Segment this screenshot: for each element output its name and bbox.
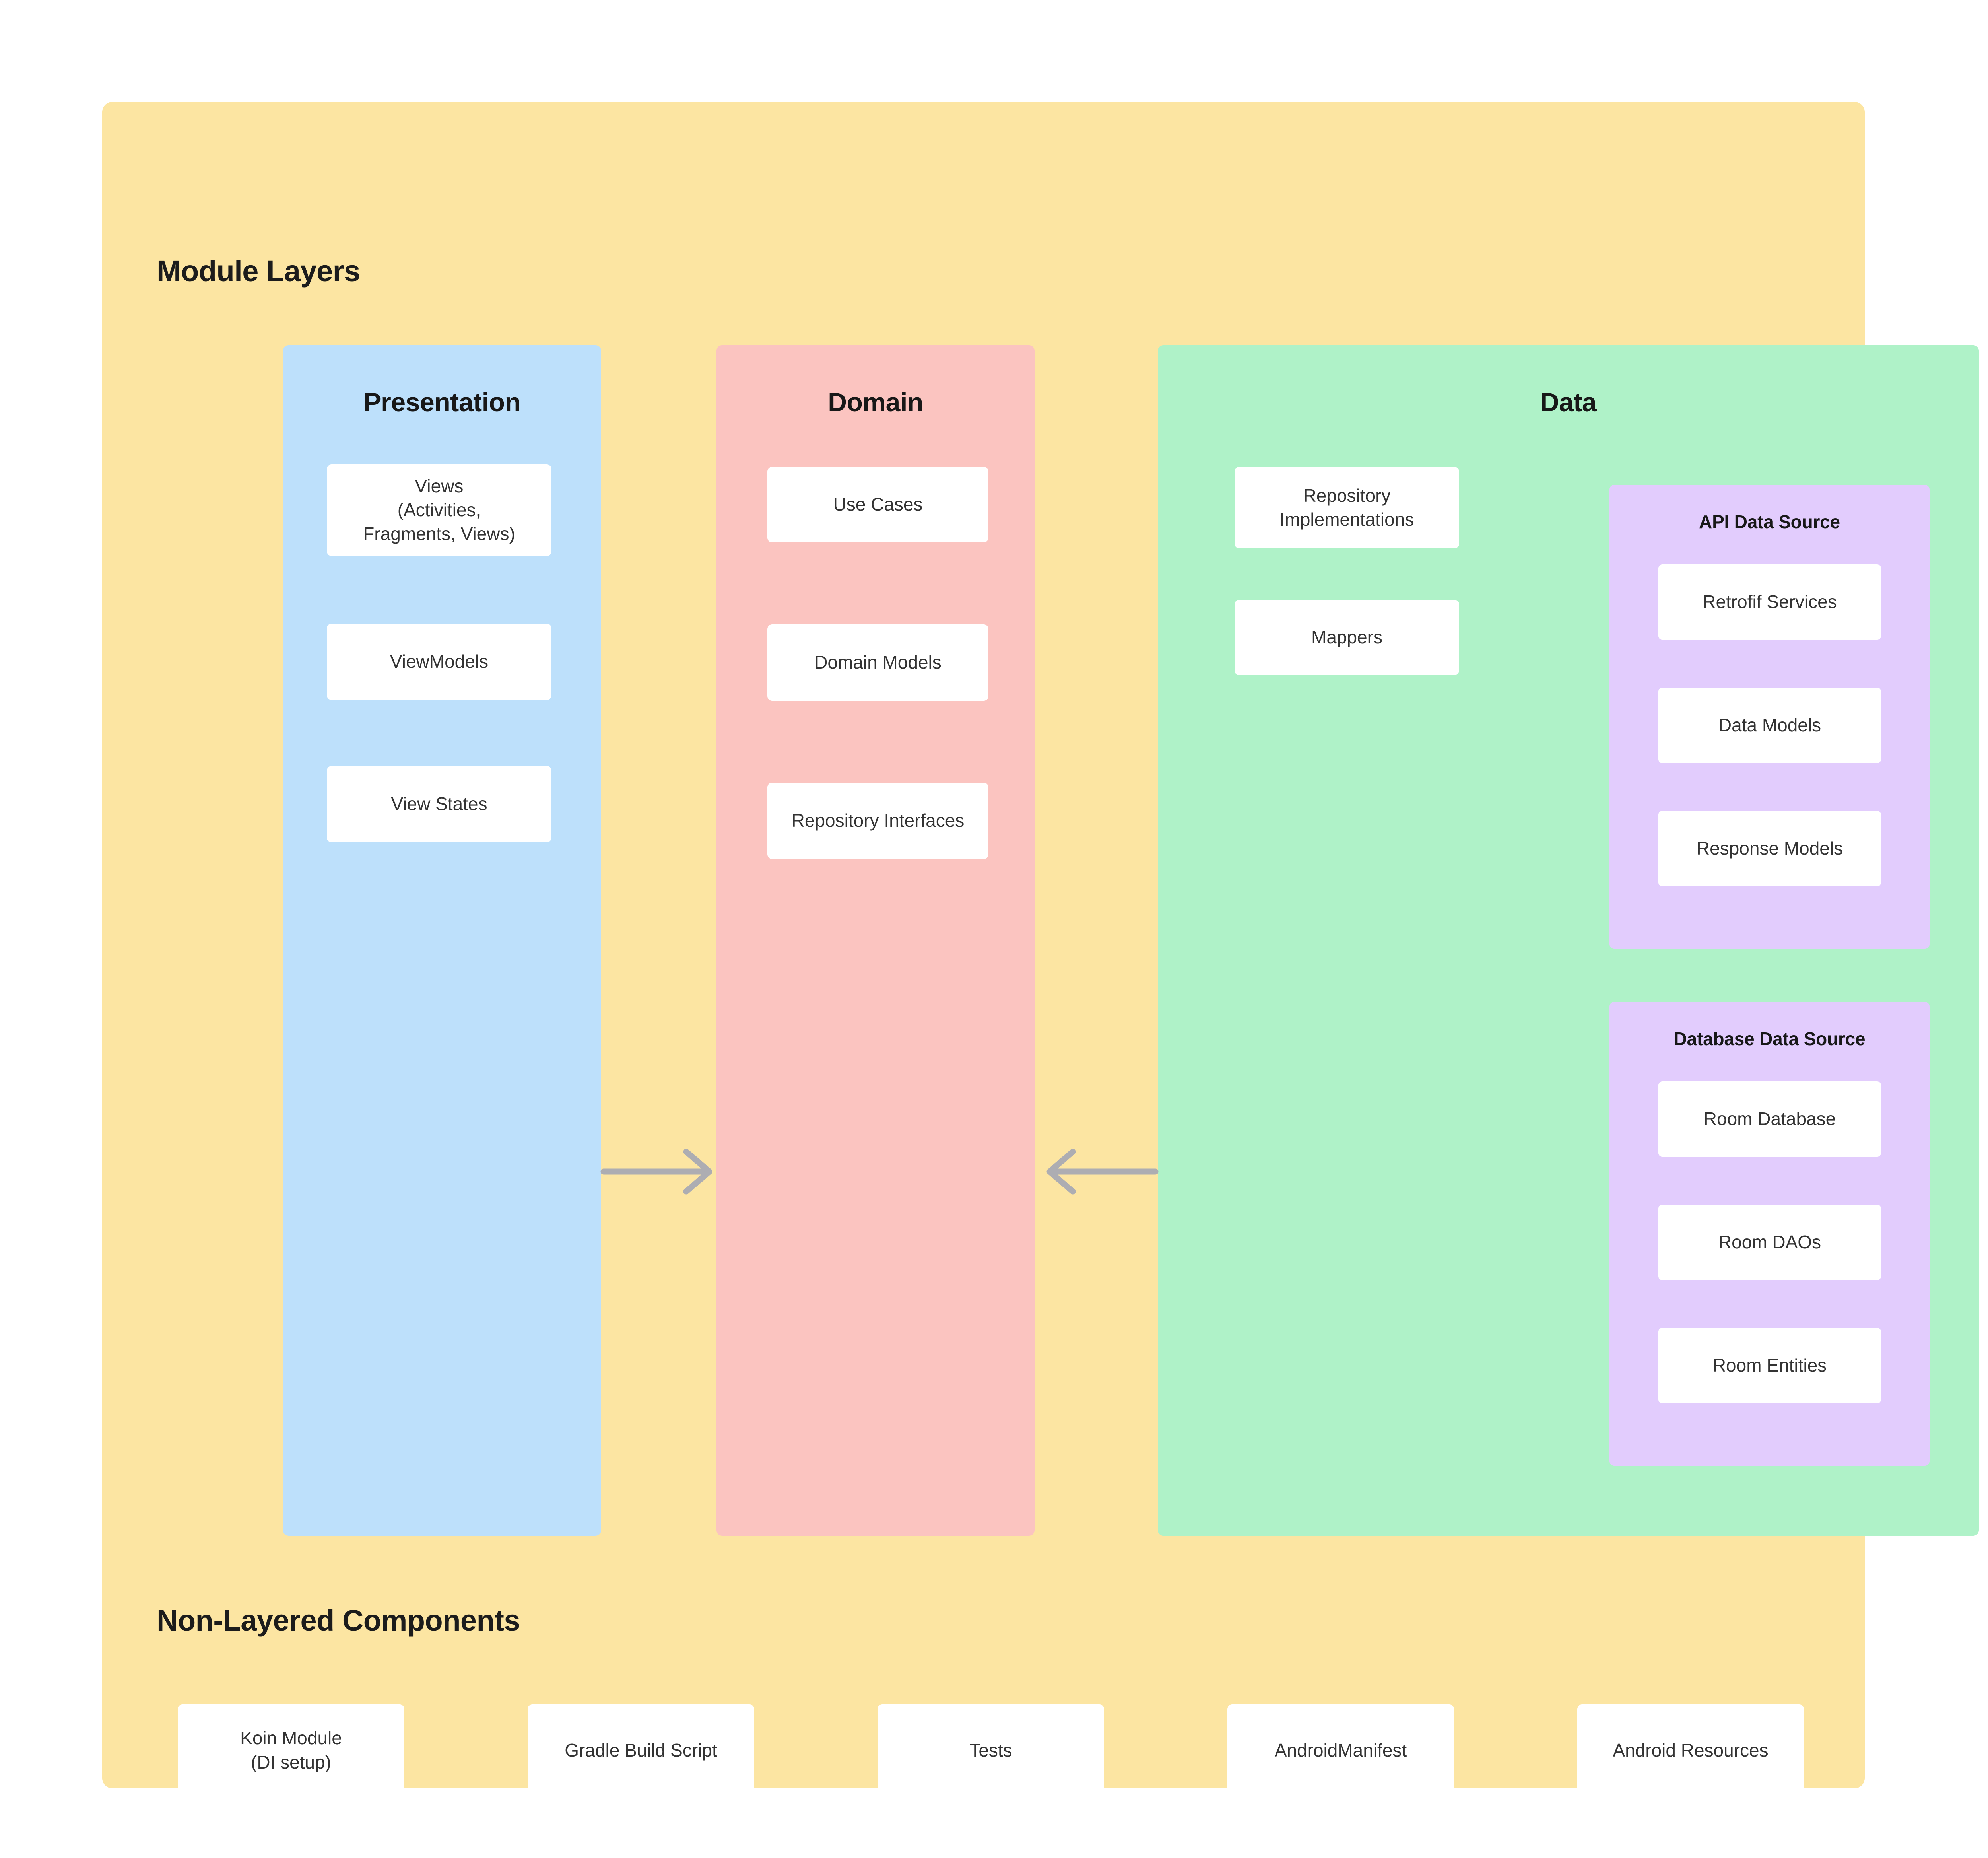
card-response-models[interactable]: Response Models: [1658, 811, 1881, 886]
layer-column-domain[interactable]: Domain Use Cases Domain Models Repositor…: [716, 345, 1035, 1536]
card-mappers[interactable]: Mappers: [1235, 600, 1459, 675]
card-android-manifest[interactable]: AndroidManifest: [1227, 1704, 1454, 1796]
card-retrofit-services[interactable]: Retrofif Services: [1658, 564, 1881, 640]
layer-title-presentation: Presentation: [363, 387, 521, 417]
card-koin-module[interactable]: Koin Module (DI setup): [178, 1704, 404, 1796]
layer-column-data[interactable]: Data Repository Implementations Mappers …: [1158, 345, 1979, 1536]
layers-row: Presentation Views (Activities, Fragment…: [102, 345, 1979, 1538]
diagram-canvas: Module Layers Presentation Views (Activi…: [102, 102, 1979, 1796]
card-room-entities[interactable]: Room Entities: [1658, 1328, 1881, 1403]
card-android-resources[interactable]: Android Resources: [1577, 1704, 1804, 1796]
card-data-models[interactable]: Data Models: [1658, 688, 1881, 763]
layer-title-data: Data: [1540, 387, 1597, 417]
sub-panel-title-api-data-source: API Data Source: [1699, 511, 1840, 532]
non-layered-components-row: Koin Module (DI setup) Gradle Build Scri…: [102, 1704, 1865, 1824]
card-domain-models[interactable]: Domain Models: [767, 624, 988, 701]
layer-title-domain: Domain: [828, 387, 923, 417]
card-room-daos[interactable]: Room DAOs: [1658, 1205, 1881, 1280]
card-use-cases[interactable]: Use Cases: [767, 467, 988, 542]
card-viewmodels[interactable]: ViewModels: [327, 624, 551, 700]
card-repository-interfaces[interactable]: Repository Interfaces: [767, 783, 988, 859]
card-gradle-build-script[interactable]: Gradle Build Script: [528, 1704, 754, 1796]
arrow-right-icon: [600, 1149, 712, 1195]
arrow-left-icon: [1046, 1149, 1159, 1195]
layer-column-presentation[interactable]: Presentation Views (Activities, Fragment…: [283, 345, 601, 1536]
module-layers-heading: Module Layers: [157, 255, 360, 288]
sub-panel-title-database-data-source: Database Data Source: [1673, 1028, 1866, 1049]
non-layered-components-heading: Non-Layered Components: [157, 1604, 520, 1637]
sub-panel-api-data-source[interactable]: API Data Source Retrofif Services Data M…: [1609, 485, 1930, 949]
card-view-states[interactable]: View States: [327, 766, 551, 842]
card-tests[interactable]: Tests: [878, 1704, 1104, 1796]
card-repository-implementations[interactable]: Repository Implementations: [1235, 467, 1459, 548]
sub-panel-database-data-source[interactable]: Database Data Source Room Database Room …: [1609, 1002, 1930, 1466]
card-room-database[interactable]: Room Database: [1658, 1081, 1881, 1157]
card-views[interactable]: Views (Activities, Fragments, Views): [327, 464, 551, 556]
